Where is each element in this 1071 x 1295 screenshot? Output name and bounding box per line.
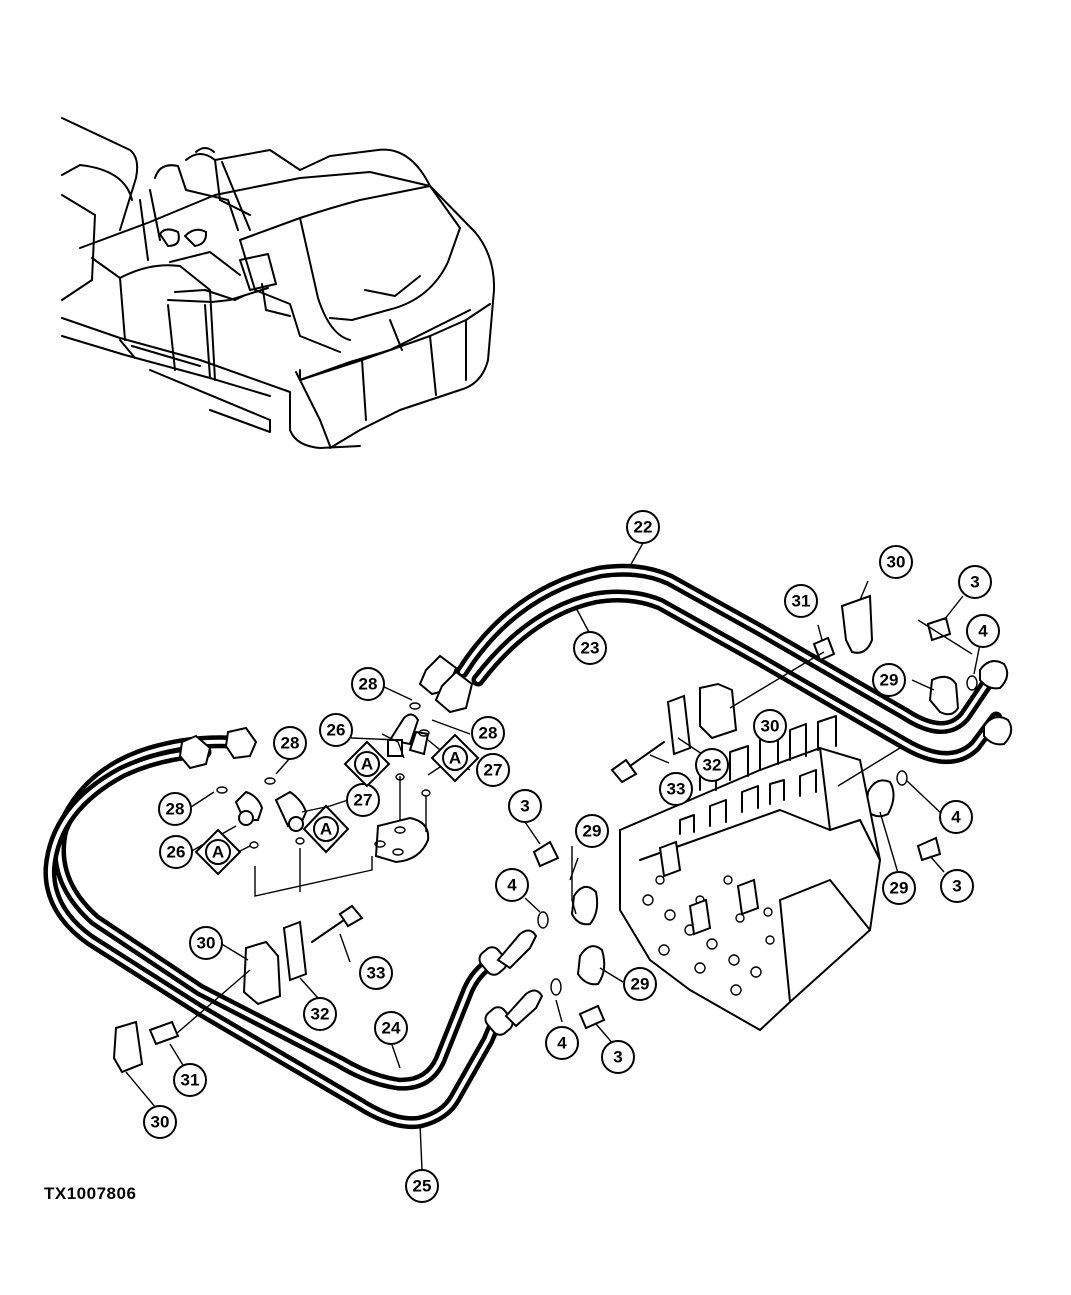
- svg-text:23: 23: [581, 639, 600, 658]
- svg-text:4: 4: [507, 876, 517, 895]
- svg-text:28: 28: [359, 675, 378, 694]
- svg-text:3: 3: [952, 877, 961, 896]
- callout-22: 22: [626, 510, 660, 544]
- callout-27: 27: [476, 753, 510, 787]
- callout-3: 3: [958, 565, 992, 599]
- svg-text:4: 4: [557, 1034, 567, 1053]
- svg-text:26: 26: [327, 721, 346, 740]
- svg-text:28: 28: [281, 734, 300, 753]
- svg-text:22: 22: [634, 518, 653, 537]
- callout-4: 4: [939, 800, 973, 834]
- callout-32: 32: [303, 997, 337, 1031]
- callout-29: 29: [872, 663, 906, 697]
- callout-29: 29: [575, 814, 609, 848]
- tag-a: A: [194, 828, 242, 876]
- svg-text:4: 4: [951, 808, 961, 827]
- callout-29: 29: [882, 871, 916, 905]
- svg-text:27: 27: [354, 791, 373, 810]
- tag-a: A: [302, 804, 350, 854]
- callout-24: 24: [374, 1011, 408, 1045]
- hose-23: [471, 589, 1003, 764]
- svg-text:27: 27: [484, 761, 503, 780]
- spacer-plates: [282, 694, 692, 982]
- callout-30: 30: [879, 545, 913, 579]
- svg-text:30: 30: [151, 1113, 170, 1132]
- callout-33: 33: [659, 772, 693, 806]
- callout-31: 31: [784, 584, 818, 618]
- svg-text:29: 29: [631, 975, 650, 994]
- callout-28: 28: [471, 716, 505, 750]
- hose-24: [53, 735, 499, 1091]
- callout-30: 30: [753, 709, 787, 743]
- svg-text:33: 33: [367, 964, 386, 983]
- callout-29: 29: [623, 967, 657, 1001]
- figure-id-label: TX1007806: [44, 1184, 137, 1203]
- svg-text:28: 28: [166, 800, 185, 819]
- callout-3: 3: [601, 1040, 635, 1074]
- svg-text:3: 3: [970, 573, 979, 592]
- hose-end-fittings: [178, 654, 1013, 1036]
- svg-text:31: 31: [792, 592, 811, 611]
- callout-32: 32: [695, 748, 729, 782]
- callout-30: 30: [189, 926, 223, 960]
- svg-text:32: 32: [311, 1005, 330, 1024]
- callout-30: 30: [143, 1105, 177, 1139]
- callout-33: 33: [359, 956, 393, 990]
- svg-text:30: 30: [887, 553, 906, 572]
- svg-text:29: 29: [880, 671, 899, 690]
- svg-text:4: 4: [978, 622, 988, 641]
- svg-text:28: 28: [479, 724, 498, 743]
- bolts: [311, 741, 665, 943]
- callout-4: 4: [495, 868, 529, 902]
- callout-4: 4: [545, 1026, 579, 1060]
- callout-31: 31: [173, 1063, 207, 1097]
- callout-23: 23: [573, 631, 607, 665]
- svg-text:A: A: [361, 755, 373, 774]
- svg-text:3: 3: [520, 797, 529, 816]
- svg-text:30: 30: [761, 717, 780, 736]
- callout-3: 3: [508, 789, 542, 823]
- tag-a: A: [430, 733, 480, 783]
- split-flanges: [570, 675, 960, 986]
- svg-text:A: A: [449, 749, 461, 768]
- hose-clamps: [112, 594, 874, 1074]
- svg-text:33: 33: [667, 780, 686, 799]
- svg-text:30: 30: [197, 934, 216, 953]
- svg-text:25: 25: [413, 1177, 432, 1196]
- svg-text:A: A: [212, 843, 224, 862]
- callout-28: 28: [158, 792, 192, 826]
- callout-27: 27: [346, 783, 380, 817]
- svg-text:A: A: [320, 820, 332, 839]
- callout-28: 28: [273, 726, 307, 760]
- hose-25: [43, 745, 507, 1130]
- svg-text:32: 32: [703, 756, 722, 775]
- callout-4: 4: [966, 614, 1000, 648]
- svg-text:29: 29: [583, 822, 602, 841]
- callout-28: 28: [351, 667, 385, 701]
- callout-25: 25: [405, 1169, 439, 1203]
- manifold-plate: [374, 816, 430, 864]
- callout-26: 26: [319, 713, 353, 747]
- svg-text:29: 29: [890, 879, 909, 898]
- svg-text:3: 3: [613, 1048, 622, 1067]
- tag-a: A: [343, 740, 391, 788]
- svg-text:24: 24: [382, 1019, 401, 1038]
- cap-screws: [532, 616, 952, 1030]
- hose-22: [455, 563, 999, 734]
- svg-text:26: 26: [167, 843, 186, 862]
- svg-text:31: 31: [181, 1071, 200, 1090]
- callout-26: 26: [159, 835, 193, 869]
- machine-overview-illustration: [61, 117, 496, 449]
- control-valve: [619, 715, 882, 1032]
- callout-3: 3: [940, 869, 974, 903]
